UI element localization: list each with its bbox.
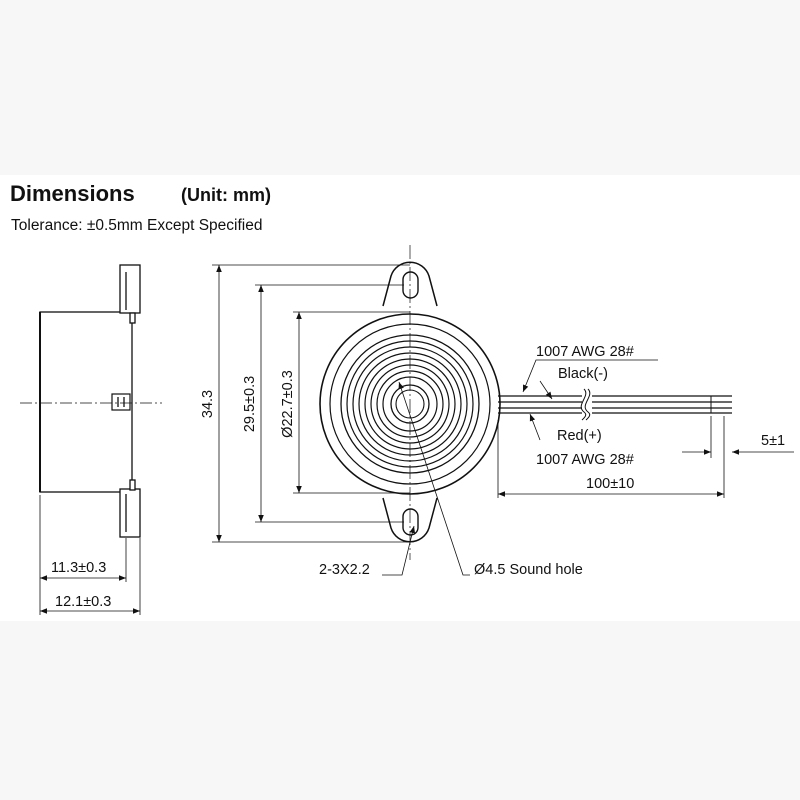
side-width-outer-label: 12.1±0.3 bbox=[55, 594, 111, 610]
sound-hole-label: Ø4.5 Sound hole bbox=[474, 562, 583, 578]
mount-holes-label: 2-3X2.2 bbox=[319, 562, 370, 578]
red-wire-label: Red(+) bbox=[557, 428, 602, 444]
overall-height-label: 34.3 bbox=[200, 390, 216, 418]
wire-leads bbox=[497, 359, 794, 498]
page-title: Dimensions bbox=[10, 181, 135, 206]
red-wire-type-label: 1007 AWG 28# bbox=[536, 452, 634, 468]
unit-label: (Unit: mm) bbox=[181, 185, 271, 205]
side-view bbox=[20, 264, 162, 615]
front-view bbox=[212, 245, 501, 576]
body-diameter-label: Ø22.7±0.3 bbox=[280, 370, 296, 438]
black-wire-label: Black(-) bbox=[558, 366, 608, 382]
tolerance-note: Tolerance: ±0.5mm Except Specified bbox=[11, 217, 263, 234]
black-wire-type-label: 1007 AWG 28# bbox=[536, 344, 634, 360]
mount-spacing-label: 29.5±0.3 bbox=[242, 376, 258, 432]
side-width-inner-label: 11.3±0.3 bbox=[51, 560, 106, 576]
strip-length-label: 5±1 bbox=[761, 433, 785, 449]
wire-length-label: 100±10 bbox=[586, 476, 634, 492]
